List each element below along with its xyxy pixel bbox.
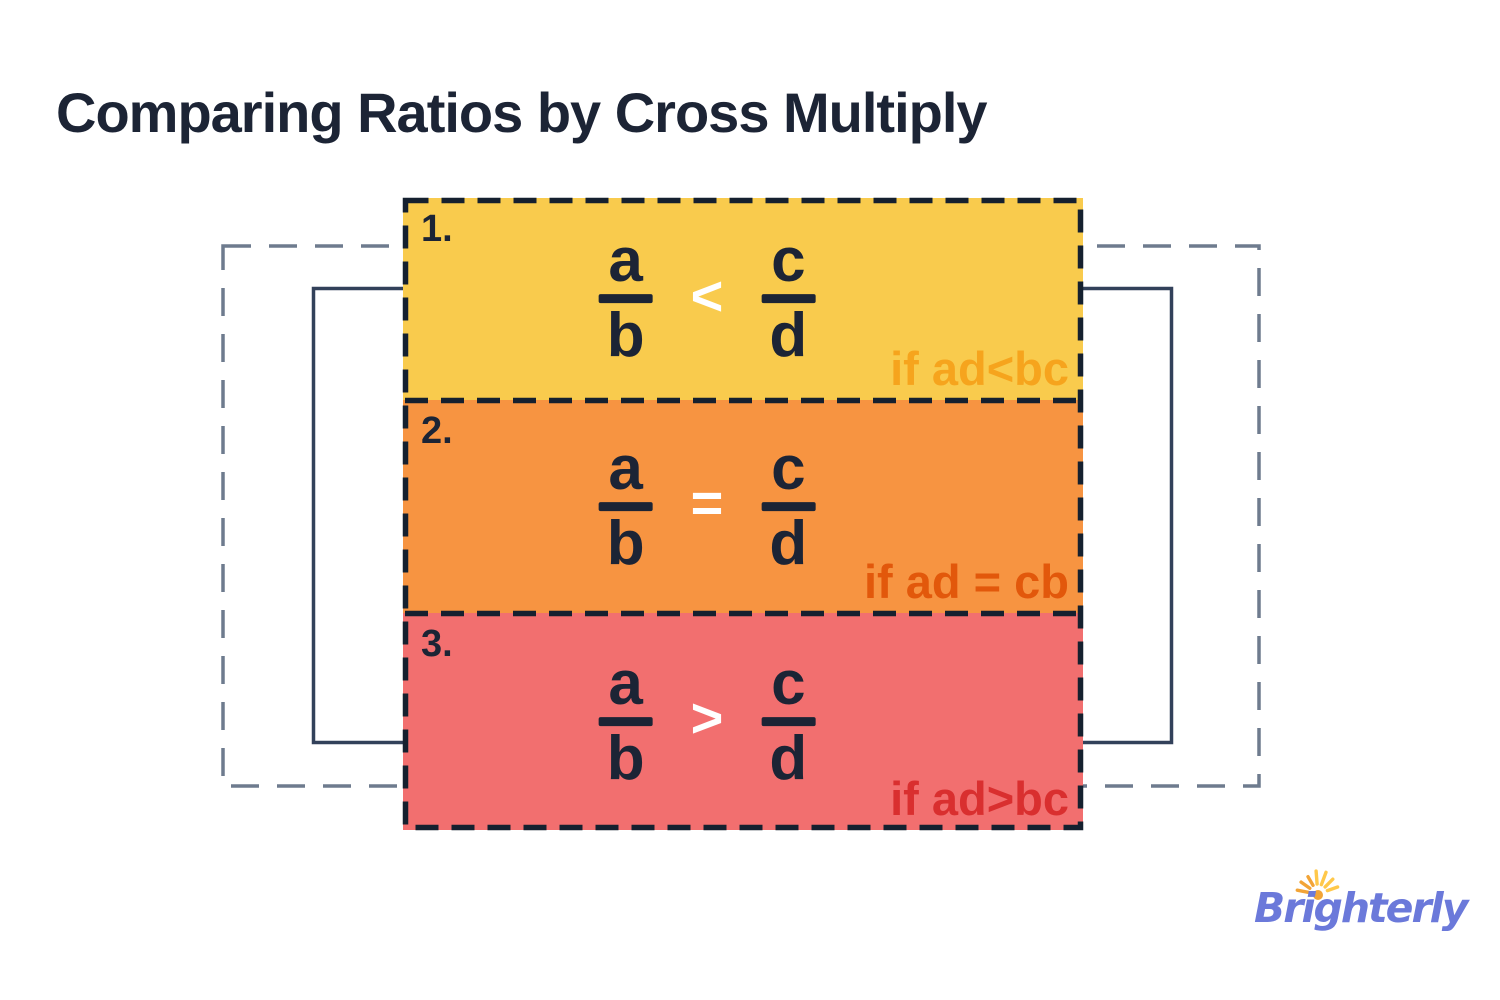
panel-greater-than: 3. a b > c d if ad>bc [403,613,1083,830]
panel-less-than: 1. a b < c d if ad<bc [403,198,1083,400]
numerator: c [771,433,806,503]
panel-2-fill [403,400,1083,613]
equation-greater-than: a b > c d [598,648,816,793]
condition-label: if ad = cb [863,555,1069,608]
fraction-left: a b [598,648,653,793]
panel-number: 1. [421,208,453,250]
fraction-left: a b [598,226,653,371]
fraction-bar [761,717,816,726]
equation-less-than: a b < c d [598,226,816,371]
operator-less-than: < [690,264,724,327]
numerator: c [771,648,806,718]
numerator: a [608,226,643,296]
page-title: Comparing Ratios by Cross Multiply [56,81,988,144]
operator-equal: = [690,471,724,535]
denominator: b [606,724,645,793]
panels-dashed-outline [402,197,1084,831]
fraction-right: c d [761,433,816,578]
panel-number: 2. [421,410,453,452]
panel-1-fill [403,198,1083,400]
fraction-right: c d [761,226,816,371]
equation-equal: a b = c d [598,433,816,578]
panel-3-fill [403,613,1083,830]
numerator: a [608,433,643,503]
fraction-bar [598,294,653,304]
denominator: d [769,724,808,793]
condition-label: if ad<bc [890,342,1069,395]
denominator: b [606,301,645,371]
brighterly-logo: Brighterly [1252,860,1468,955]
operator-greater-than: > [690,686,724,750]
panel-equal: 2. a b = c d if ad = cb [403,400,1083,613]
sun-core [1313,890,1323,900]
condition-label: if ad>bc [890,772,1069,825]
fraction-right: c d [761,648,816,793]
denominator: d [769,301,808,371]
numerator: a [608,648,643,718]
fraction-bar [761,294,816,304]
panel-number: 3. [421,623,453,665]
numerator: c [771,226,806,296]
fraction-bar [761,502,816,511]
fraction-left: a b [598,433,653,578]
denominator: b [606,509,645,578]
sun-burst-icon [1295,869,1340,900]
fraction-bar [598,717,653,726]
sun-rays-light [1314,869,1340,893]
brighterly-wordmark: Brighterly [1254,884,1468,932]
denominator: d [769,509,808,578]
fraction-bar [598,502,653,511]
sun-rays [1295,875,1315,894]
